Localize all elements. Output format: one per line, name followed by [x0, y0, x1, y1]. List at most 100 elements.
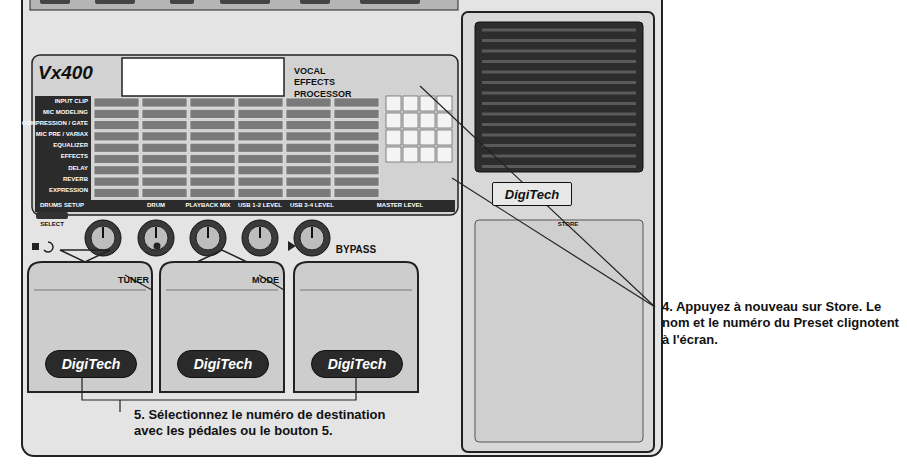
row-label: MIC PRE / VARIAX	[36, 131, 88, 138]
matrix-cell	[286, 98, 331, 107]
control-panel	[32, 55, 458, 215]
footswitches	[28, 262, 418, 392]
matrix-cell	[286, 132, 331, 141]
grip-ridges	[482, 30, 636, 167]
matrix-cell	[190, 121, 235, 130]
matrix-grid	[94, 96, 452, 197]
matrix-cell	[238, 121, 283, 130]
preset-cell	[403, 147, 418, 162]
matrix-cell	[334, 132, 379, 141]
knob	[242, 220, 278, 256]
matrix-cell	[142, 155, 187, 164]
matrix-cell	[142, 166, 187, 175]
preset-cell	[420, 113, 435, 128]
matrix-cell	[94, 98, 139, 107]
matrix-cell	[238, 98, 283, 107]
preset-cell	[420, 147, 435, 162]
matrix-cell	[286, 166, 331, 175]
matrix-cell	[190, 177, 235, 186]
matrix-cell	[286, 121, 331, 130]
matrix-cell	[334, 98, 379, 107]
brand-logo: DigiTech	[194, 356, 253, 372]
matrix-cell	[238, 188, 283, 197]
knob	[294, 220, 330, 256]
brand-logo: DigiTech	[505, 187, 559, 202]
model-name: Vx400	[38, 63, 93, 84]
preset-cell	[437, 130, 452, 145]
button-label: SELECT	[40, 221, 64, 228]
leader-lines	[82, 86, 655, 412]
preset-cell	[403, 130, 418, 145]
device-body	[22, 0, 662, 456]
row-label-band	[35, 96, 91, 200]
matrix-cell	[190, 143, 235, 152]
footswitch-symbols	[32, 241, 296, 290]
footswitch-label: MODE	[252, 276, 279, 286]
matrix-cell	[334, 177, 379, 186]
matrix-cell	[142, 121, 187, 130]
pedal-lower	[475, 220, 643, 442]
matrix-cell	[94, 109, 139, 118]
matrix-cell	[190, 132, 235, 141]
preset-cell	[437, 113, 452, 128]
top-strip	[30, 0, 458, 10]
button-label: STORE	[558, 221, 579, 228]
row-label: INPUT CLIP	[55, 98, 88, 105]
knob-label: MASTER LEVEL	[377, 202, 423, 209]
matrix-cell	[142, 109, 187, 118]
brand-logo: DigiTech	[328, 356, 387, 372]
matrix-cell	[286, 155, 331, 164]
knob-label: DRUM	[147, 202, 165, 209]
matrix-cell	[94, 188, 139, 197]
row-label: REVERB	[63, 176, 88, 183]
preset-cell	[437, 147, 452, 162]
matrix-cell	[286, 143, 331, 152]
callout-text: 5. Sélectionnez le numéro de destination…	[134, 407, 406, 440]
row-label: EFFECTS	[61, 153, 88, 160]
matrix-cell	[334, 166, 379, 175]
knob-label: USB 1-2 LEVEL	[238, 202, 282, 209]
row-label: DRUMS	[40, 202, 62, 209]
matrix-cell	[94, 143, 139, 152]
matrix-cell	[94, 121, 139, 130]
callout-text: 4. Appuyez à nouveau sur Store. Le nom e…	[662, 299, 902, 348]
matrix-cell	[94, 177, 139, 186]
matrix-cell	[238, 177, 283, 186]
knob-label: PLAYBACK MIX	[185, 202, 230, 209]
logo-plate: DigiTech	[311, 350, 403, 378]
matrix-cell	[94, 132, 139, 141]
matrix-cell	[286, 188, 331, 197]
matrix-cell	[334, 143, 379, 152]
matrix-cell	[190, 98, 235, 107]
matrix-cell	[334, 121, 379, 130]
logo-plate: DigiTech	[492, 182, 572, 206]
matrix-cell	[142, 177, 187, 186]
matrix-cell	[334, 155, 379, 164]
preset-cell	[386, 113, 401, 128]
preset-cell	[420, 130, 435, 145]
matrix-cell	[238, 155, 283, 164]
matrix-cell	[94, 166, 139, 175]
preset-cell	[403, 96, 418, 111]
row-label: DELAY	[68, 165, 88, 172]
logo-plate: DigiTech	[45, 350, 137, 378]
preset-cell	[386, 147, 401, 162]
matrix-cell	[238, 109, 283, 118]
matrix-cell	[286, 177, 331, 186]
matrix-cell	[190, 109, 235, 118]
knobs	[85, 220, 330, 256]
matrix-cell	[238, 166, 283, 175]
matrix-cell	[238, 132, 283, 141]
row-label: COMPRESSION / GATE	[22, 120, 88, 127]
footswitch-label: BYPASS	[336, 244, 376, 255]
matrix-cell	[142, 132, 187, 141]
footswitch-label: TUNER	[118, 276, 149, 286]
preset-cell	[386, 96, 401, 111]
matrix-cell	[190, 155, 235, 164]
knob	[138, 220, 174, 256]
knob-label: USB 3-4 LEVEL	[290, 202, 334, 209]
matrix-cell	[334, 109, 379, 118]
preset-cell	[403, 113, 418, 128]
